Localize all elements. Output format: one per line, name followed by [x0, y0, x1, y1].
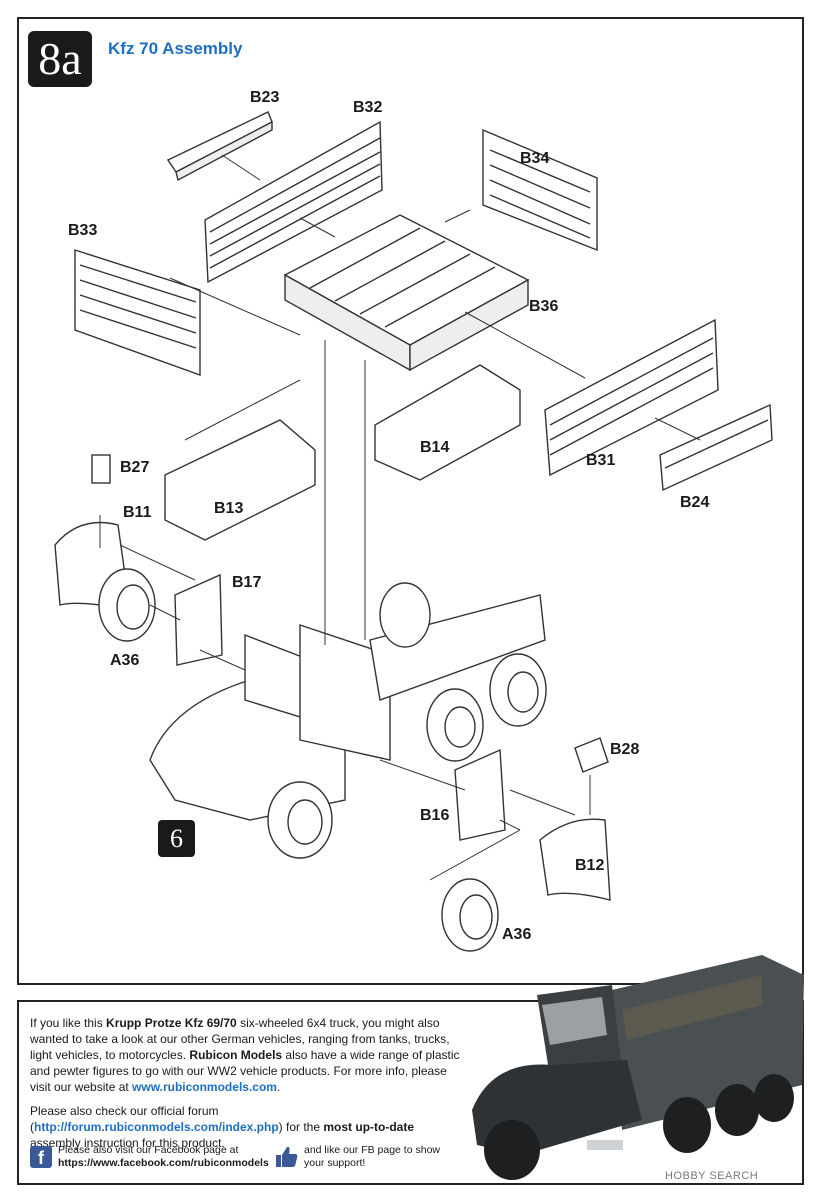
- step-number-badge: 8a: [28, 31, 92, 87]
- text-fragment: also have a wide range of plastic and pe…: [30, 1048, 460, 1094]
- website-link[interactable]: www.rubiconmodels.com: [132, 1080, 277, 1094]
- part-label-b24: B24: [680, 494, 710, 511]
- info-panel: [17, 1000, 804, 1185]
- brand-name: Rubicon Models: [189, 1048, 283, 1062]
- truck-photo: [472, 955, 804, 1180]
- forum-link[interactable]: http://forum.rubiconmodels.com/index.php: [34, 1120, 279, 1134]
- part-label-b17: B17: [232, 574, 262, 591]
- watermark: HOBBY SEARCH: [665, 1170, 759, 1182]
- facebook-line-1: Please also visit our Facebook page at: [58, 1144, 239, 1156]
- part-label-b32: B32: [353, 99, 383, 116]
- part-label-b13: B13: [214, 500, 244, 517]
- facebook-icon[interactable]: f: [30, 1146, 52, 1168]
- thumbs-up-icon: [276, 1146, 298, 1167]
- like-text: and like our FB page to show your suppor…: [304, 1144, 454, 1170]
- part-label-b33: B33: [68, 222, 98, 239]
- reference-step-badge: 6: [158, 820, 195, 857]
- facebook-text: Please also visit our Facebook page at h…: [58, 1144, 269, 1170]
- product-name: Krupp Protze Kfz 69/70: [106, 1016, 237, 1030]
- text-fragment: assembly instruction for this product.: [30, 1136, 225, 1150]
- part-label-b28: B28: [610, 741, 640, 758]
- like-line-1: and like our FB page to show: [304, 1144, 440, 1156]
- info-paragraph-1: If you like this Krupp Protze Kfz 69/70 …: [30, 1015, 460, 1095]
- part-label-a36-left: A36: [110, 652, 140, 669]
- text-fragment: If you like this: [30, 1016, 107, 1030]
- facebook-url-link[interactable]: https://www.facebook.com/rubiconmodels: [58, 1157, 269, 1169]
- assembly-diagram: [54, 111, 773, 952]
- part-label-b31: B31: [586, 452, 616, 469]
- part-label-b16: B16: [420, 807, 450, 824]
- step-title: Kfz 70 Assembly: [108, 39, 243, 58]
- part-label-b14: B14: [420, 439, 450, 456]
- text-fragment: ) for the: [278, 1120, 324, 1134]
- part-label-b23: B23: [250, 89, 280, 106]
- facebook-row: f Please also visit our Facebook page at…: [30, 1144, 460, 1178]
- part-label-b12: B12: [575, 857, 605, 874]
- part-label-b34: B34: [520, 150, 550, 167]
- part-label-a36-right: A36: [502, 926, 532, 943]
- part-label-b11: B11: [123, 504, 152, 521]
- part-label-b27: B27: [120, 459, 150, 476]
- text-fragment: .: [276, 1080, 281, 1094]
- emphasis-text: most up-to-date: [323, 1120, 415, 1134]
- instruction-frame: [17, 17, 804, 985]
- text-fragment: six-wheeled 6x4 truck, you might also wa…: [30, 1016, 450, 1062]
- text-fragment: Please also check our official forum (: [30, 1104, 219, 1134]
- info-text: If you like this Krupp Protze Kfz 69/70 …: [30, 1015, 460, 1159]
- info-paragraph-2: Please also check our official forum (ht…: [30, 1103, 460, 1151]
- like-line-2: your support!: [304, 1157, 366, 1169]
- part-label-b36: B36: [529, 298, 559, 315]
